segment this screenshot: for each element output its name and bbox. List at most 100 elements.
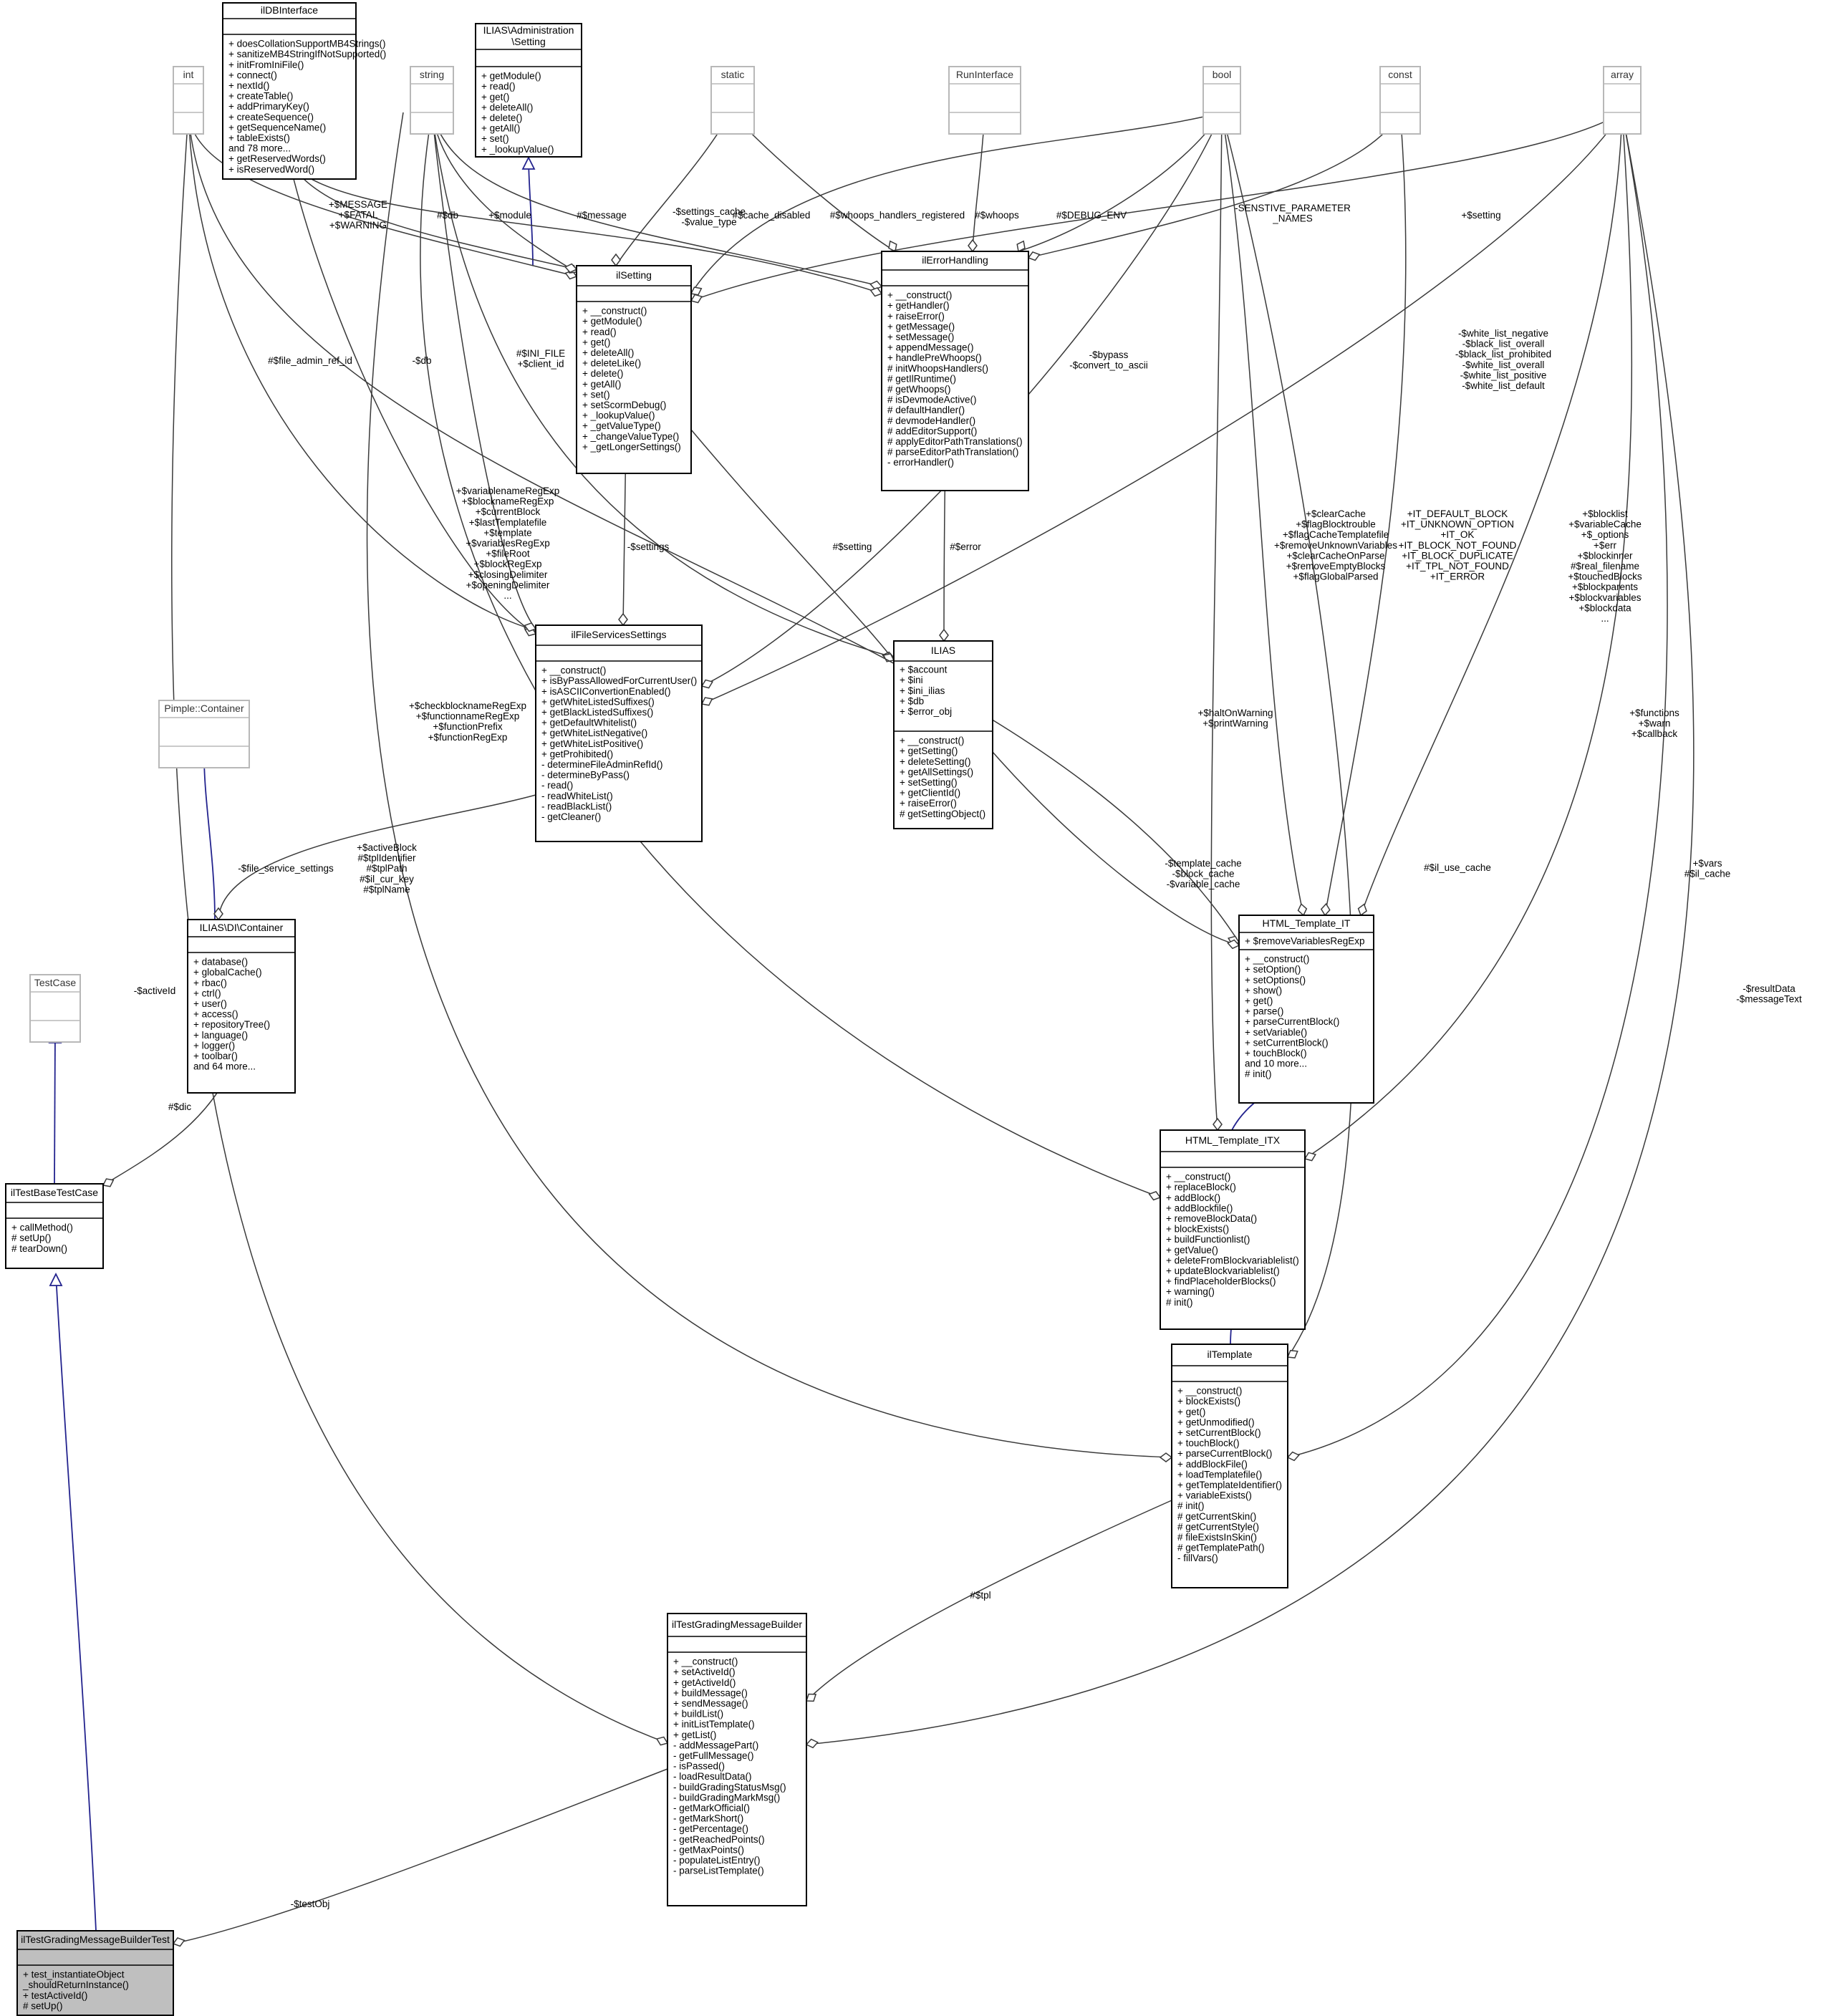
composition-diamond: [1286, 1451, 1300, 1462]
class-method: + addBlockFile(): [1177, 1459, 1248, 1470]
class-static: static: [710, 66, 755, 135]
class-method: + updateBlockvariablelist(): [1166, 1265, 1280, 1276]
edge-label-line: -$variable_cache: [1167, 879, 1240, 889]
edge-label-line: #$il_cur_key: [360, 874, 414, 884]
class-method: + addBlockfile(): [1166, 1202, 1233, 1213]
edge-label-line: +$template: [483, 527, 531, 538]
class-method: + language(): [193, 1030, 248, 1041]
edge-label-message-fatal-warning: +$MESSAGE+$FATAL+$WARNING: [329, 199, 387, 231]
edge-label-line: +$err: [1594, 540, 1616, 551]
composition-diamond: [564, 263, 578, 274]
class-method: + repositoryTree(): [193, 1019, 270, 1030]
class-method: - buildGradingMarkMsg(): [673, 1792, 780, 1803]
edge-label-line: -$black_list_prohibited: [1455, 349, 1551, 360]
class-method: and 64 more...: [193, 1061, 256, 1072]
class-method: + raiseError(): [887, 311, 945, 322]
edge-label-line: -$activeId: [134, 985, 176, 996]
edge-label-regexp-block: +$variablenameRegExp+$blocknameRegExp+$c…: [456, 486, 559, 601]
edge-test-to-testbase: [49, 1272, 97, 1931]
edge-line: [54, 1031, 56, 1185]
class-method: + sanitizeMB4StringIfNotSupported(): [228, 49, 386, 59]
class-method: + addPrimaryKey(): [228, 101, 309, 112]
class-method: + touchBlock(): [1245, 1048, 1307, 1058]
class-iltestgradingmessagebuildertest: ilTestGradingMessageBuilderTest+ test_in…: [16, 1930, 174, 2016]
edge-label-line: ...: [1601, 613, 1609, 624]
edge-label-line: +$MESSAGE: [329, 199, 387, 210]
class-name: \Setting: [511, 36, 545, 47]
class-method: + get(): [1177, 1407, 1205, 1417]
edge-static-to-ilsetting: [611, 112, 731, 267]
class-ilerrorhandling: ilErrorHandling+ __construct()+ getHandl…: [881, 251, 1029, 491]
class-method: + test_instantiateObject: [23, 1969, 125, 1980]
edge-label-functions: +$functions+$warn+$callback: [1629, 708, 1679, 739]
class-method: # defaultHandler(): [887, 405, 965, 415]
class-method: # tearDown(): [11, 1243, 67, 1254]
edge-label-line: #$tpl: [970, 1590, 990, 1601]
edge-string-to-itx: [420, 112, 1162, 1201]
class-method: + blockExists(): [1166, 1224, 1229, 1235]
class-method: + tableExists(): [228, 132, 290, 143]
class-ildbinterface: ilDBInterface+ doesCollationSupportMB4St…: [222, 2, 386, 180]
edge-line: [431, 112, 577, 273]
class-method: + getWhiteListNegative(): [541, 728, 647, 738]
class-box: [881, 251, 1029, 491]
class-box: [187, 919, 296, 1094]
class-method: + setCurrentBlock(): [1177, 1427, 1261, 1438]
class-method: + getHandler(): [887, 300, 950, 311]
class-method: + getAll(): [481, 123, 520, 134]
edge-label-line: -$bypass: [1089, 349, 1129, 360]
class-ilias: ILIAS+ $account+ $ini+ $ini_ilias+ $db+ …: [893, 640, 993, 829]
edge-label-line: +$fileRoot: [486, 549, 529, 559]
class-method: + globalCache(): [193, 967, 262, 978]
class-name: RunInterface: [956, 69, 1013, 80]
edge-label-line: #$dic: [168, 1101, 192, 1112]
class-method: # getCurrentSkin(): [1177, 1511, 1256, 1522]
edge-label-line: +$touchedBlocks: [1568, 571, 1642, 582]
class-method: + nextId(): [228, 80, 269, 91]
edge-label-line: +$removeEmptyBlocks: [1286, 561, 1386, 571]
composition-diamond: [939, 628, 949, 642]
class-method: + toolbar(): [193, 1051, 238, 1061]
class-method: + logger(): [193, 1040, 235, 1051]
edge-dbinterface-to-ilsetting: [289, 161, 578, 274]
class-method: + connect(): [228, 69, 277, 80]
class-method: + deleteSetting(): [900, 756, 970, 767]
class-method: - buildGradingStatusMsg(): [673, 1782, 786, 1793]
class-method: # parseEditorPathTranslation(): [887, 447, 1018, 458]
edge-label-line: #$file_admin_ref_id: [268, 355, 352, 366]
class-method: + replaceBlock(): [1166, 1182, 1236, 1192]
edge-line: [289, 161, 536, 635]
edge-label-line: +$blockparents: [1572, 582, 1638, 592]
class-method: + __construct(): [1166, 1172, 1230, 1182]
edge-label-debug-env: #$DEBUG_ENV: [1056, 210, 1127, 221]
composition-diamond: [1227, 939, 1240, 950]
composition-diamond: [1297, 903, 1308, 917]
edge-label-line: +$activeBlock: [357, 842, 417, 853]
class-method: + touchBlock(): [1177, 1438, 1240, 1449]
edge-label-line: +$functionRegExp: [428, 732, 508, 743]
edge-label-line: +$currentBlock: [476, 506, 541, 517]
edge-label-line: +IT_OK: [1441, 529, 1475, 540]
edge-label-settings-cache: -$settings_cache-$value_type: [673, 206, 746, 228]
edge-line: [690, 112, 1623, 302]
edge-line: [188, 112, 536, 631]
class-method: + __construct(): [887, 290, 952, 301]
edge-line: [420, 112, 1161, 1198]
edge-bool-to-errorhandling: [1016, 112, 1223, 253]
edge-label-whoops-handlers-registered: #$whoops_handlers_registered: [830, 210, 965, 221]
class-admin-setting: ILIAS\Administration\Setting+ getModule(…: [475, 23, 582, 158]
edge-ilias-to-it: [992, 751, 1240, 950]
class-method: + getReservedWords(): [228, 153, 326, 164]
edge-array-to-itx: [1303, 112, 1633, 1162]
edge-label-line: +$haltOnWarning: [1198, 708, 1273, 718]
edge-array-to-it: [1357, 112, 1623, 917]
edge-label-module: +$module: [488, 210, 531, 221]
class-method: + setCurrentBlock(): [1245, 1037, 1329, 1048]
class-method: - readBlackList(): [541, 801, 612, 811]
edge-label-halt-on-warning: +$haltOnWarning+$printWarning: [1198, 708, 1273, 729]
edge-label-line: -$value_type: [681, 217, 736, 228]
class-method: # setUp(): [11, 1233, 52, 1243]
class-box: [1603, 66, 1642, 135]
class-method: + getList(): [673, 1730, 716, 1740]
edge-line: [690, 112, 1223, 294]
